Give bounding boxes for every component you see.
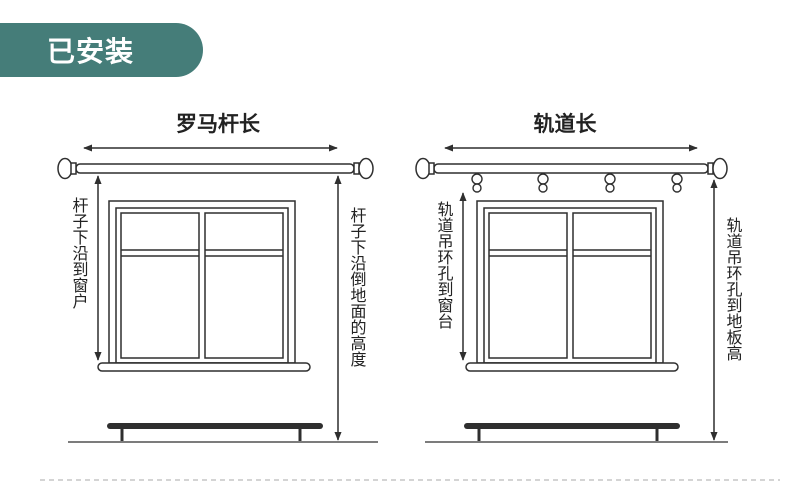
hanging-ring [604,173,616,193]
track-end-left [415,157,431,180]
bench-left [107,423,323,441]
window-right [465,200,679,372]
track-diagram: 轨道长 [415,112,743,443]
rod-to-window-label: 杆子下沿到窗户 [70,197,89,309]
hanging-rings [471,173,683,193]
section-title: 已安装 [47,35,135,68]
hanging-ring [471,173,483,193]
track-rail [415,157,728,180]
ring-to-floor-label: 轨道吊环孔到地板高 [724,217,743,361]
rod-finial-left [57,157,73,180]
roman-rod-diagram: 罗马杆长 杆子下沿到窗户 杆子下沿倒地面的高度 [57,112,378,443]
track-end-right [712,157,728,180]
section-header-tab: 已安装 [0,23,203,77]
ring-to-window-label: 轨道吊环孔到窗台 [435,201,454,329]
roman-rod [57,157,374,180]
bench-right [464,423,680,441]
hanging-ring [537,173,549,193]
hanging-ring [671,173,683,193]
track-length-label: 轨道长 [534,112,598,136]
window-left [97,200,311,372]
rod-finial-right [358,157,374,180]
roman-rod-width-label: 罗马杆长 [176,112,261,136]
rod-to-floor-label: 杆子下沿倒地面的高度 [348,207,367,367]
